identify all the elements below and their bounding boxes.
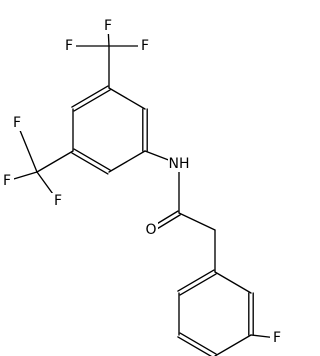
bond-ar6-ar1 (71, 85, 111, 112)
atom-f1: F (62, 38, 76, 54)
bond-r4-r5 (214, 334, 252, 356)
atom-label-f5: F (3, 173, 11, 189)
atom-n1: NH (168, 156, 190, 172)
bond-layer (6, 25, 278, 356)
atom-label-f3: F (141, 38, 149, 54)
atom-label-f2: F (104, 18, 112, 34)
bond-ar1-ar2 (108, 87, 146, 110)
bond-ar4-ar5 (71, 148, 111, 175)
bond-ar3-ar4 (108, 150, 146, 173)
atom-f6: F (51, 193, 65, 209)
atom-o1: O (144, 222, 158, 238)
bond-r6-r1 (214, 271, 252, 294)
atom-label-n1: NH (169, 156, 190, 172)
bond-c1-ch2 (178, 212, 216, 231)
chemical-structure: F F F F F F NH O (0, 18, 284, 356)
atom-f3: F (138, 38, 152, 54)
bond-ar5-cf3b (36, 150, 74, 173)
bond-r5-r6 (248, 292, 254, 336)
atom-f5: F (0, 173, 14, 189)
atom-f4: F (10, 115, 24, 131)
atom-label-layer: F F F F F F NH O (0, 18, 284, 346)
bond-r3-r4 (177, 332, 217, 356)
atom-label-o1: O (145, 222, 156, 238)
atom-label-f4: F (13, 115, 21, 131)
bond-cf3b-f4 (16, 122, 38, 173)
atom-label-f6: F (54, 193, 62, 209)
bond-r1-r2 (177, 269, 217, 296)
atom-f2: F (101, 18, 115, 34)
atom-label-f1: F (65, 38, 73, 54)
atom-label-f7: F (273, 330, 281, 346)
bond-ar2-ar3 (142, 108, 148, 152)
atom-f7: F (270, 330, 284, 346)
